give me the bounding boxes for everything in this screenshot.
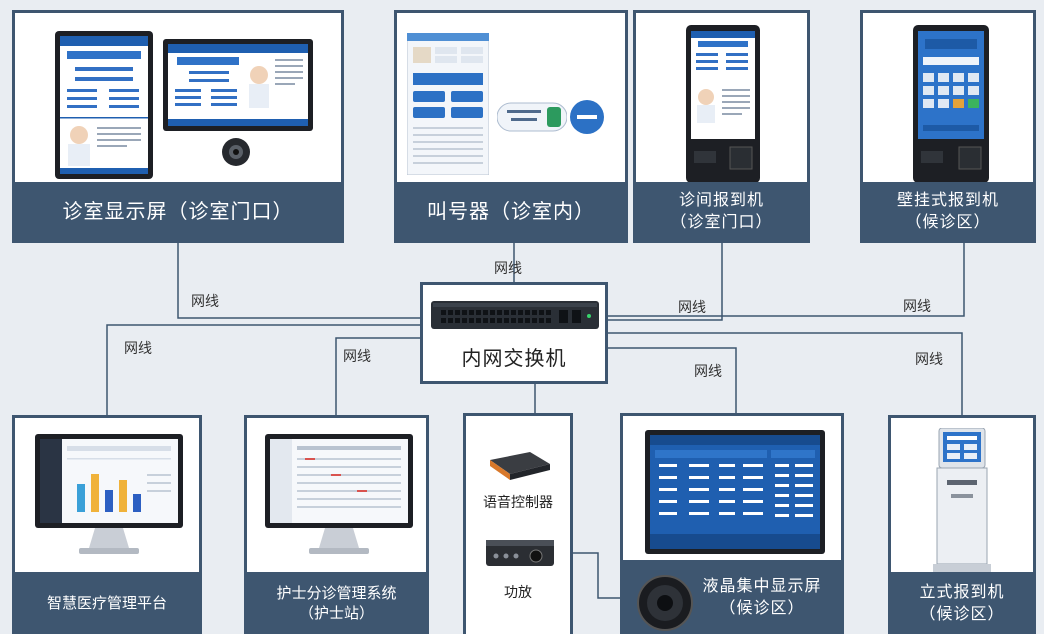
device-label-line2: （护士站） [298,604,374,622]
portrait-display-icon [55,31,153,179]
device-label: 智慧医疗管理平台 [46,593,167,612]
device-lcd-display: 液晶集中显示屏 （候诊区） [620,413,844,634]
wire-label: 网线 [494,261,522,277]
caller-keypad-icon [407,33,489,175]
voice-controller-icon [490,452,550,480]
voice-controller-label: 语音控制器 [483,495,553,511]
amplifier-icon [486,540,554,566]
wire-label: 网线 [191,294,219,310]
device-label-line2: （候诊区） [905,212,991,231]
wire-label: 网线 [694,364,722,380]
device-label: 叫号器（诊室内） [427,198,595,223]
device-room-checkin: 诊间报到机 （诊室门口） [633,10,810,243]
next-button-icon [570,100,604,134]
device-label-line1: 液晶集中显示屏 [702,576,822,596]
device-wall-checkin: 壁挂式报到机 （候诊区） [860,10,1036,243]
camera-icon [222,138,250,166]
device-platform: 智慧医疗管理平台 [12,415,202,634]
desktop-monitor-icon [265,434,413,554]
wire-amp-speaker [573,552,640,599]
lcd-screen-icon [645,430,825,554]
wall-kiosk-icon [913,25,989,183]
device-label-line1: 立式报到机 [919,582,1005,602]
device-exam-room-display: 诊室显示屏（诊室门口） [12,10,344,243]
wire-nurse [335,337,420,415]
device-label-line2: （候诊区） [919,604,1005,623]
device-label-line2: （候诊区） [719,598,805,617]
landscape-display-icon [163,39,313,131]
device-audio-group: 语音控制器 功放 [463,413,573,634]
wire-label: 网线 [343,349,371,365]
network-switch-icon [431,301,599,329]
device-label-line1: 壁挂式报到机 [896,190,999,210]
wire-standing [608,332,963,415]
wire-exam-display [177,243,420,319]
wire-label: 网线 [678,300,706,316]
wire-label: 网线 [124,341,152,357]
checkin-kiosk-icon [686,25,760,183]
device-label-line1: 诊间报到机 [678,190,764,210]
wire-platform [106,324,420,415]
device-caller: 叫号器（诊室内） [394,10,628,243]
desktop-monitor-icon [35,434,183,554]
wire-label: 网线 [915,352,943,368]
device-label: 诊室显示屏（诊室门口） [62,198,294,223]
speaker-icon [637,575,693,631]
device-label-line1: 护士分诊管理系统 [276,583,397,602]
amplifier-label: 功放 [504,585,532,601]
device-nurse-system: 护士分诊管理系统 （护士站） [244,415,429,634]
device-standing-checkin: 立式报到机 （候诊区） [888,415,1036,634]
wire-wall-checkin [608,243,965,317]
wire-lcd [608,347,737,415]
caller-widget-icon [497,102,567,132]
wire-room-checkin [608,243,723,321]
switch-label: 内网交换机 [461,346,567,370]
standing-kiosk-icon [933,428,991,574]
network-switch-node: 内网交换机 [420,282,608,384]
device-label-line2: （诊室门口） [670,212,773,231]
wire-label: 网线 [903,299,931,315]
